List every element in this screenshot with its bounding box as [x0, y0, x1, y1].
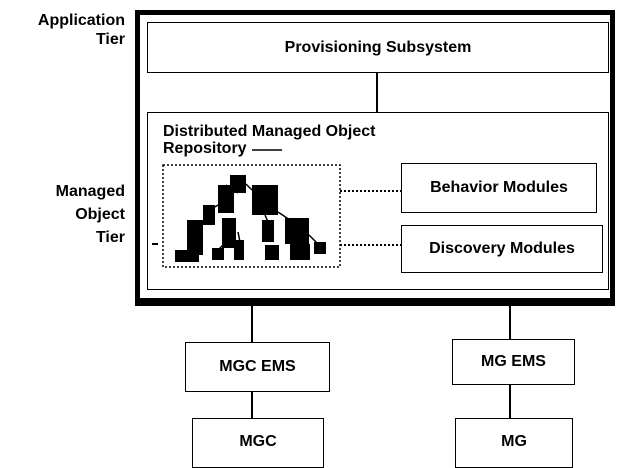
mg-connector: [509, 385, 511, 418]
mgc-connector: [251, 392, 253, 418]
behavior-modules-box: Behavior Modules: [401, 163, 597, 213]
repository-title: Distributed Managed Object Repository: [163, 123, 376, 157]
mg-ems-box: MG EMS: [452, 339, 575, 385]
mgc-ems-connector: [251, 306, 253, 342]
managed-object-tier-label: Managed Object Tier: [55, 183, 125, 246]
behavior-connector: [340, 190, 402, 192]
mg-ems-connector: [509, 306, 511, 339]
discovery-connector: [340, 244, 402, 246]
application-tier-label: Application Tier: [37, 12, 125, 48]
mgc-ems-box: MGC EMS: [185, 342, 330, 392]
system-frame: [135, 10, 615, 306]
provisioning-connector: [376, 73, 378, 112]
provisioning-subsystem-box: Provisioning Subsystem: [147, 22, 609, 73]
mgc-box: MGC: [192, 418, 324, 468]
discovery-modules-box: Discovery Modules: [401, 225, 603, 273]
mg-box: MG: [455, 418, 573, 468]
